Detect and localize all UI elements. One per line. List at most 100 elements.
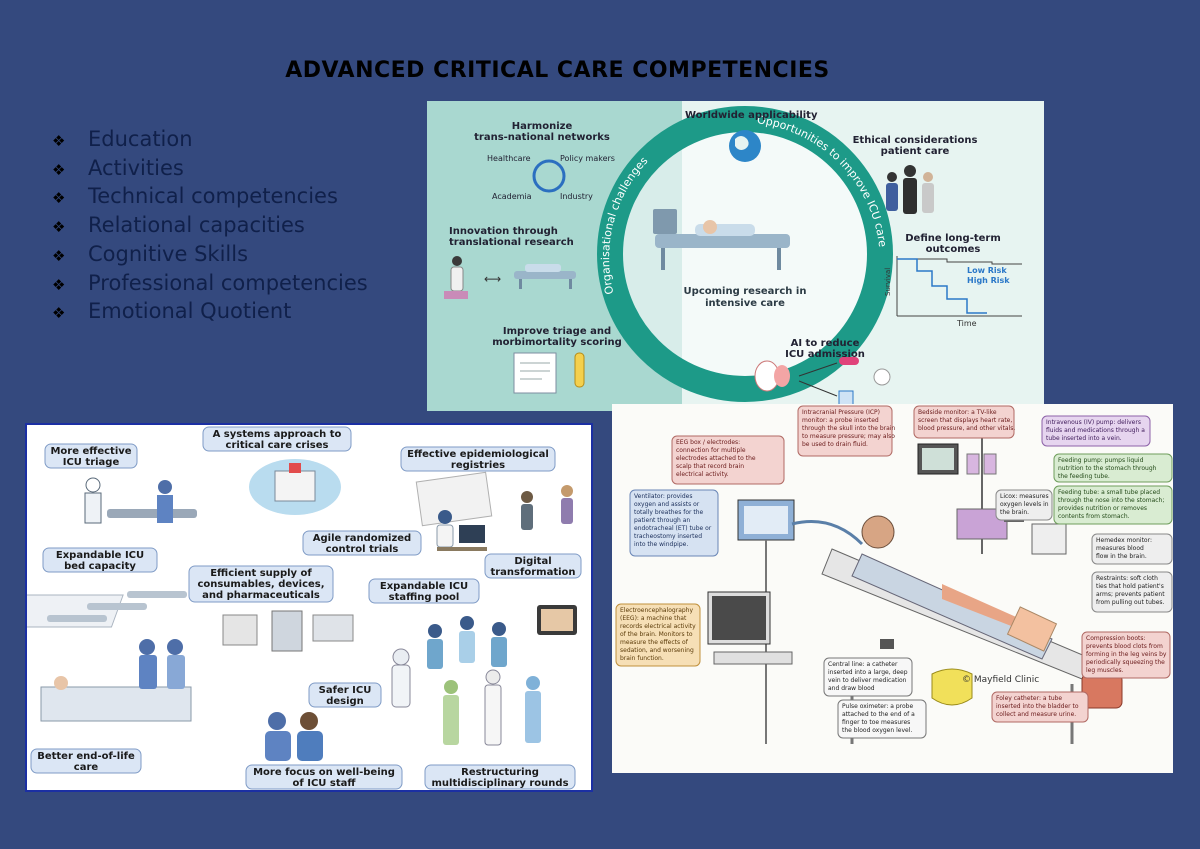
- eeg-box-callout: EEG box / electrodes:connection for mult…: [676, 439, 756, 478]
- network-node: Academia: [492, 192, 532, 201]
- callout-box: [797, 405, 893, 457]
- survival-axis-label: Survival: [884, 268, 892, 296]
- callout-box: [837, 699, 927, 739]
- list-item-label: Professional competencies: [88, 270, 368, 295]
- network-node: Industry: [560, 192, 593, 201]
- network-node: Policy makers: [560, 154, 615, 163]
- label-box: [245, 764, 403, 790]
- compression-callout: Compression boots:prevents blood clots f…: [1086, 635, 1167, 674]
- label-box: [42, 547, 158, 573]
- callout-box: [823, 657, 913, 697]
- double-arrow-icon: ⟷: [484, 272, 501, 286]
- hemedex-monitor-icon: [1031, 523, 1067, 555]
- ring: [597, 106, 893, 402]
- label-box: [484, 553, 582, 579]
- high-risk-label: High Risk: [967, 276, 1010, 285]
- pill-icon: [839, 357, 859, 365]
- label-box: [30, 748, 142, 774]
- iv-bag-icon: [838, 390, 854, 406]
- background-circle: [607, 116, 883, 392]
- callout-box: [1041, 415, 1151, 447]
- diamond-bullet-icon: ❖: [52, 275, 66, 294]
- researcher-icon: [444, 256, 468, 299]
- label-box: [424, 764, 576, 790]
- diamond-bullet-icon: ❖: [52, 246, 66, 265]
- staff-team-icon: [427, 616, 507, 669]
- end-of-life-bed-icon: [40, 639, 192, 722]
- list-item: ❖ Emotional Quotient: [52, 298, 368, 327]
- eeg-machine-icon: [707, 591, 793, 665]
- protective-gear-staff-icon: [391, 648, 541, 746]
- patient-care-people-icon: [886, 165, 934, 214]
- icu-bed-patient-icon: [821, 515, 1093, 744]
- callout-box: [1091, 571, 1173, 613]
- page-title: ADVANCED CRITICAL CARE COMPETENCIES: [285, 58, 830, 83]
- time-axis-label: Time: [956, 319, 977, 328]
- callout-box: [1053, 453, 1173, 483]
- callout-box: [1053, 485, 1173, 525]
- lungs-icon: [754, 360, 790, 392]
- list-item-label: Emotional Quotient: [88, 299, 292, 324]
- icp-callout: Intracranial Pressure (ICP)monitor: a pr…: [802, 409, 895, 448]
- patient-transport-icon: [84, 477, 197, 524]
- competency-list: ❖Education ❖Activities ❖Technical compet…: [52, 126, 368, 327]
- foley-bag-icon: [931, 668, 973, 706]
- callout-box: [671, 435, 785, 485]
- icu-bed-icon: [653, 209, 790, 270]
- diamond-bullet-icon: ❖: [52, 160, 66, 179]
- list-item-label: Cognitive Skills: [88, 241, 249, 266]
- hospital-bed-icon: [514, 264, 576, 289]
- callout-box: [629, 489, 719, 557]
- list-item: ❖Education: [52, 126, 368, 155]
- mayfield-credit: © Mayfield Clinic: [962, 675, 1039, 685]
- network-node: Healthcare: [487, 154, 531, 163]
- label-box: [202, 426, 352, 452]
- diamond-bullet-icon: ❖: [52, 189, 66, 208]
- diamond-bullet-icon: ❖: [52, 218, 66, 237]
- test-tube-icon: [574, 352, 585, 388]
- worldwide-label: Worldwide applicability: [685, 110, 818, 121]
- callout-box: [1081, 631, 1171, 679]
- list-item: ❖Technical competencies: [52, 183, 368, 212]
- callout-box: [615, 603, 701, 667]
- diamond-bullet-icon: ❖: [52, 304, 66, 323]
- eeg-callout: Electroencephalography(EEG): a machine t…: [620, 607, 696, 662]
- icu-equipment-figure: Intracranial Pressure (ICP)monitor: a pr…: [612, 404, 1173, 773]
- list-item-label: Relational capacities: [88, 213, 305, 238]
- label-box: [400, 446, 556, 472]
- callout-box: [1091, 533, 1173, 565]
- hospital-globe-icon: [249, 459, 341, 515]
- registry-documents-icon: [415, 471, 573, 530]
- list-item: ❖ Professional competencies: [52, 270, 368, 299]
- label-box: [44, 443, 138, 469]
- survival-curve-chart: [896, 256, 1022, 317]
- branch-arrows-icon: [798, 362, 838, 397]
- callout-box: [913, 405, 1015, 439]
- list-item: ❖ Relational capacities: [52, 212, 368, 241]
- label-box: [302, 530, 422, 556]
- researcher-computer-icon: [436, 510, 487, 551]
